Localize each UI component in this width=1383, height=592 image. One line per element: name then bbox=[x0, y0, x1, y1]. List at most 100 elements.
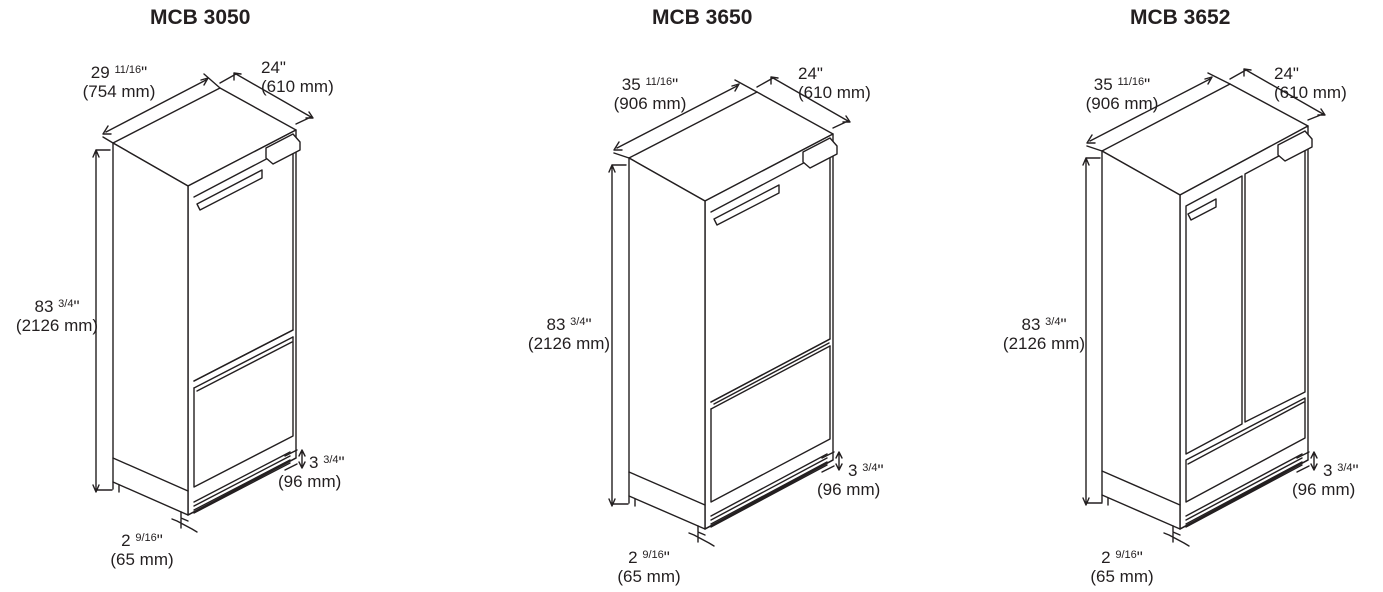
height-mm: (2126 mm) bbox=[527, 334, 611, 353]
height-label: 83 3/4" (2126 mm) bbox=[1002, 315, 1086, 353]
drawer-lower bbox=[710, 345, 831, 503]
width-mm: (906 mm) bbox=[1085, 94, 1159, 113]
cabinet-side bbox=[112, 142, 189, 516]
toe-height-dimension bbox=[1296, 451, 1318, 473]
height-frac: 3/4 bbox=[1045, 316, 1061, 328]
diagram-mcb-3650: MCB 3650 35 11/16" (906 mm) 24" (610 mm)… bbox=[461, 0, 922, 592]
door-handle-left bbox=[1187, 198, 1217, 221]
height-whole: 83 bbox=[1021, 315, 1041, 334]
toe-depth-mm: (65 mm) bbox=[1090, 567, 1154, 586]
width-label: 35 11/16" (906 mm) bbox=[613, 75, 687, 113]
refrigerator-drawing bbox=[92, 72, 314, 533]
depth-mm: (610 mm) bbox=[1274, 83, 1347, 102]
toe-height-label: 3 3/4" (96 mm) bbox=[817, 461, 884, 499]
toe-depth-mm: (65 mm) bbox=[110, 550, 174, 569]
width-mm: (754 mm) bbox=[82, 82, 156, 101]
width-label: 29 11/16" (754 mm) bbox=[82, 63, 156, 101]
foot bbox=[112, 481, 120, 493]
refrigerator-drawing bbox=[1082, 68, 1326, 547]
drawer-handle bbox=[1187, 401, 1305, 465]
model-title: MCB 3050 bbox=[150, 6, 251, 29]
width-label: 35 11/16" (906 mm) bbox=[1085, 75, 1159, 113]
height-frac: 3/4 bbox=[570, 316, 586, 328]
drawer-handle bbox=[196, 341, 293, 392]
toe-depth-label: 2 9/16" (65 mm) bbox=[617, 548, 681, 586]
height-dimension bbox=[92, 149, 113, 493]
width-whole: 35 bbox=[1093, 75, 1113, 94]
toe-height-mm: (96 mm) bbox=[278, 472, 342, 491]
door-handle bbox=[713, 184, 780, 226]
top-handle bbox=[802, 137, 838, 169]
depth-dimension bbox=[756, 76, 851, 129]
toe-depth-frac: 9/16 bbox=[642, 549, 664, 561]
height-frac: 3/4 bbox=[58, 298, 74, 310]
height-dimension bbox=[1082, 157, 1103, 506]
door-handle bbox=[196, 169, 263, 211]
height-whole: 83 bbox=[34, 297, 54, 316]
depth-dimension bbox=[1229, 68, 1326, 121]
toe-depth-frac: 9/16 bbox=[1115, 549, 1137, 561]
cabinet-side bbox=[1101, 150, 1181, 530]
width-frac: 11/16 bbox=[1117, 76, 1145, 88]
toe-depth-dimension bbox=[688, 532, 715, 547]
toe-depth-label: 2 9/16" (65 mm) bbox=[1090, 548, 1154, 586]
top-handle bbox=[1277, 130, 1313, 162]
toe-height-dimension bbox=[821, 451, 843, 473]
toe-kick bbox=[704, 453, 834, 530]
toe-depth-label: 2 9/16" (65 mm) bbox=[110, 531, 174, 569]
depth-inch: 24" bbox=[798, 64, 823, 83]
foot-front bbox=[180, 511, 189, 522]
height-label: 83 3/4" (2126 mm) bbox=[527, 315, 611, 353]
height-dimension bbox=[608, 164, 629, 507]
base-line-side bbox=[1101, 470, 1181, 506]
model-title: MCB 3652 bbox=[1130, 6, 1231, 29]
base-line-side bbox=[112, 457, 189, 492]
depth-dimension bbox=[219, 72, 314, 125]
height-whole: 83 bbox=[546, 315, 566, 334]
width-frac: 11/16 bbox=[114, 64, 142, 76]
toe-depth-whole: 2 bbox=[628, 548, 638, 567]
cabinet-side bbox=[628, 157, 706, 530]
foot-front bbox=[1172, 525, 1181, 536]
depth-inch: 24" bbox=[261, 58, 286, 77]
height-mm: (2126 mm) bbox=[15, 316, 99, 335]
toe-height-dimension bbox=[284, 449, 306, 471]
toe-depth-whole: 2 bbox=[1101, 548, 1111, 567]
width-whole: 35 bbox=[621, 75, 641, 94]
french-door-left bbox=[1185, 175, 1243, 455]
toe-height-frac: 3/4 bbox=[862, 462, 878, 474]
toe-depth-frac: 9/16 bbox=[135, 532, 157, 544]
toe-height-label: 3 3/4" (96 mm) bbox=[278, 453, 345, 491]
toe-depth-mm: (65 mm) bbox=[617, 567, 681, 586]
toe-height-whole: 3 bbox=[309, 453, 319, 472]
base-line-side bbox=[628, 471, 706, 506]
diagram-mcb-3652: MCB 3652 35 11/16" (906 mm) 24" (610 mm)… bbox=[922, 0, 1383, 592]
toe-height-mm: (96 mm) bbox=[817, 480, 881, 499]
model-title: MCB 3650 bbox=[652, 6, 753, 29]
toe-height-whole: 3 bbox=[848, 461, 858, 480]
toe-height-frac: 3/4 bbox=[323, 454, 339, 466]
foot bbox=[628, 495, 636, 507]
refrigerator-drawing bbox=[608, 76, 851, 547]
drawer-lower bbox=[1185, 397, 1306, 503]
toe-height-whole: 3 bbox=[1323, 461, 1333, 480]
toe-kick bbox=[187, 451, 297, 516]
width-dimension bbox=[1086, 72, 1231, 152]
drawer-handle bbox=[713, 342, 830, 405]
door-gap bbox=[710, 338, 831, 410]
door-gap bbox=[193, 329, 294, 389]
width-dimension bbox=[613, 79, 758, 159]
toe-height-frac: 3/4 bbox=[1337, 462, 1353, 474]
width-whole: 29 bbox=[90, 63, 110, 82]
depth-inch: 24" bbox=[1274, 64, 1299, 83]
foot bbox=[1101, 494, 1109, 506]
toe-height-label: 3 3/4" (96 mm) bbox=[1292, 461, 1359, 499]
height-mm: (2126 mm) bbox=[1002, 334, 1086, 353]
width-mm: (906 mm) bbox=[613, 94, 687, 113]
depth-label: 24" (610 mm) bbox=[261, 58, 334, 96]
top-handle bbox=[265, 133, 301, 165]
drawer-lower bbox=[193, 336, 294, 488]
width-frac: 11/16 bbox=[645, 76, 673, 88]
depth-mm: (610 mm) bbox=[798, 83, 871, 102]
foot-front bbox=[697, 525, 706, 536]
